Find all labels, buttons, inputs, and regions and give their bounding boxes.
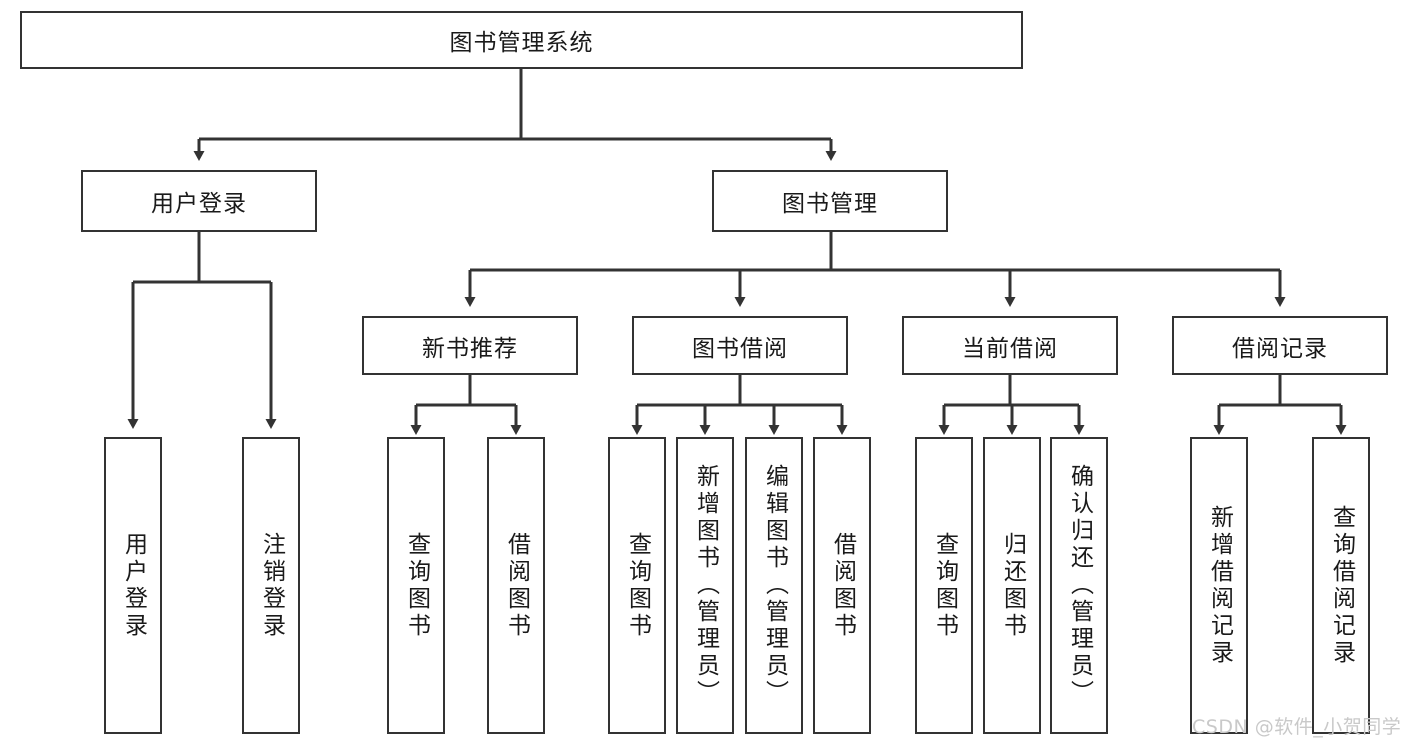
leaf-node-图书借阅-编辑图书（管理员）[interactable]: 编辑图书（管理员） bbox=[745, 437, 803, 734]
leaf-node-新书推荐-查询图书[interactable]: 查询图书 bbox=[387, 437, 445, 734]
node-borrow-records[interactable]: 借阅记录 bbox=[1172, 316, 1388, 375]
leaf-node-图书借阅-查询图书[interactable]: 查询图书 bbox=[608, 437, 666, 734]
leaf-node-label: 查询借阅记录 bbox=[1328, 504, 1355, 667]
leaf-node-图书借阅-借阅图书[interactable]: 借阅图书 bbox=[813, 437, 871, 734]
leaf-node-label: 注销登录 bbox=[258, 531, 285, 640]
leaf-node-label: 归还图书 bbox=[999, 531, 1026, 640]
leaf-node-借阅记录-新增借阅记录[interactable]: 新增借阅记录 bbox=[1190, 437, 1248, 734]
node-book-borrow-label: 图书借阅 bbox=[692, 335, 788, 362]
node-user-login-label: 用户登录 bbox=[151, 191, 247, 217]
node-book-management-label: 图书管理 bbox=[782, 191, 878, 217]
leaf-node-新书推荐-借阅图书[interactable]: 借阅图书 bbox=[487, 437, 545, 734]
leaf-node-label: 新增借阅记录 bbox=[1206, 504, 1233, 667]
leaf-node-用户登录-用户登录[interactable]: 用户登录 bbox=[104, 437, 162, 734]
leaf-node-label: 查询图书 bbox=[931, 531, 958, 640]
leaf-node-label: 借阅图书 bbox=[829, 531, 856, 640]
node-new-book-recommend-label: 新书推荐 bbox=[422, 335, 518, 362]
leaf-node-用户登录-注销登录[interactable]: 注销登录 bbox=[242, 437, 300, 734]
watermark: CSDN @软件_小贺同学 bbox=[1192, 716, 1402, 738]
node-book-management[interactable]: 图书管理 bbox=[712, 170, 948, 232]
node-current-borrow-label: 当前借阅 bbox=[962, 335, 1058, 362]
node-root[interactable]: 图书管理系统 bbox=[20, 11, 1023, 69]
leaf-node-当前借阅-归还图书[interactable]: 归还图书 bbox=[983, 437, 1041, 734]
node-current-borrow[interactable]: 当前借阅 bbox=[902, 316, 1118, 375]
leaf-node-label: 编辑图书（管理员） bbox=[761, 464, 788, 707]
leaf-node-图书借阅-新增图书（管理员）[interactable]: 新增图书（管理员） bbox=[676, 437, 734, 734]
node-user-login[interactable]: 用户登录 bbox=[81, 170, 317, 232]
leaf-node-label: 确认归还（管理员） bbox=[1066, 464, 1093, 707]
node-root-label: 图书管理系统 bbox=[449, 30, 594, 56]
node-borrow-records-label: 借阅记录 bbox=[1232, 335, 1328, 362]
leaf-node-label: 新增图书（管理员） bbox=[692, 464, 719, 707]
node-new-book-recommend[interactable]: 新书推荐 bbox=[362, 316, 578, 375]
leaf-node-label: 用户登录 bbox=[120, 531, 147, 640]
leaf-node-借阅记录-查询借阅记录[interactable]: 查询借阅记录 bbox=[1312, 437, 1370, 734]
leaf-node-当前借阅-确认归还（管理员）[interactable]: 确认归还（管理员） bbox=[1050, 437, 1108, 734]
leaf-node-label: 查询图书 bbox=[403, 531, 430, 640]
leaf-node-label: 借阅图书 bbox=[503, 531, 530, 640]
leaf-node-当前借阅-查询图书[interactable]: 查询图书 bbox=[915, 437, 973, 734]
node-book-borrow[interactable]: 图书借阅 bbox=[632, 316, 848, 375]
leaf-node-label: 查询图书 bbox=[624, 531, 651, 640]
